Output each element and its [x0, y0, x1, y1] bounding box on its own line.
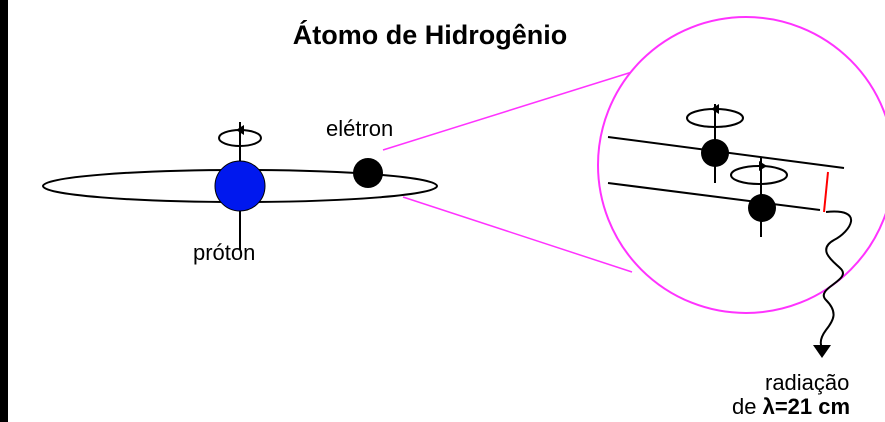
electron-lower	[748, 194, 776, 222]
wavelength-label: de λ=21 cm	[732, 394, 850, 419]
radiation-label: radiação	[765, 370, 849, 395]
electron	[353, 158, 383, 188]
page-title: Átomo de Hidrogênio	[293, 19, 567, 50]
zoom-line-lower	[403, 197, 632, 272]
arrow-down-icon	[813, 345, 831, 358]
hydrogen-atom-diagram: Átomo de Hidrogênio elétron próton r	[8, 0, 885, 422]
electron-label: elétron	[326, 116, 393, 141]
zoom-line-upper	[383, 72, 632, 150]
diagram-canvas: Átomo de Hidrogênio elétron próton r	[8, 0, 885, 422]
electron-upper	[701, 139, 729, 167]
proton-label: próton	[193, 240, 255, 265]
proton	[215, 161, 265, 211]
